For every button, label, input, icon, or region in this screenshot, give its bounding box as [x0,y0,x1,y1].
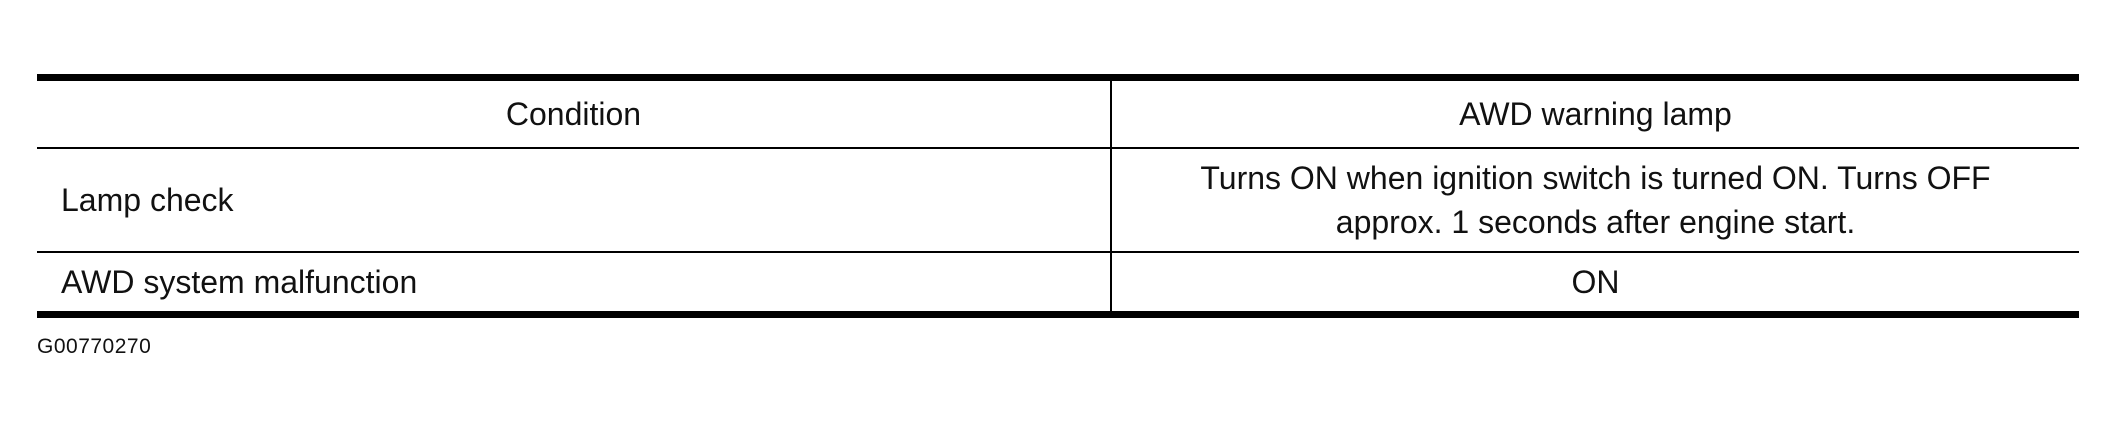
lamp-status-text: Turns ON when ignition switch is turned … [1200,160,1991,240]
condition-cell: AWD system malfunction [61,264,418,300]
awd-warning-lamp-table: Condition AWD warning lamp Lamp check Tu… [37,74,2079,318]
lamp-status-cell: ON [1110,252,2079,315]
lamp-status-text: ON [1571,264,1620,300]
table-row: AWD system malfunction ON [37,252,2079,315]
table-row: Lamp check Turns ON when ignition switch… [37,148,2079,253]
header-awd-warning-lamp: AWD warning lamp [1110,77,2079,149]
header-condition: Condition [37,77,1111,149]
figure-code: G00770270 [37,335,152,358]
condition-cell: Lamp check [37,148,1111,253]
table-header: Condition AWD warning lamp [37,77,2079,149]
header-row: Condition AWD warning lamp [37,77,2079,149]
table-body: Lamp check Turns ON when ignition switch… [37,148,2079,315]
lamp-status-cell: Turns ON when ignition switch is turned … [1110,148,2079,253]
